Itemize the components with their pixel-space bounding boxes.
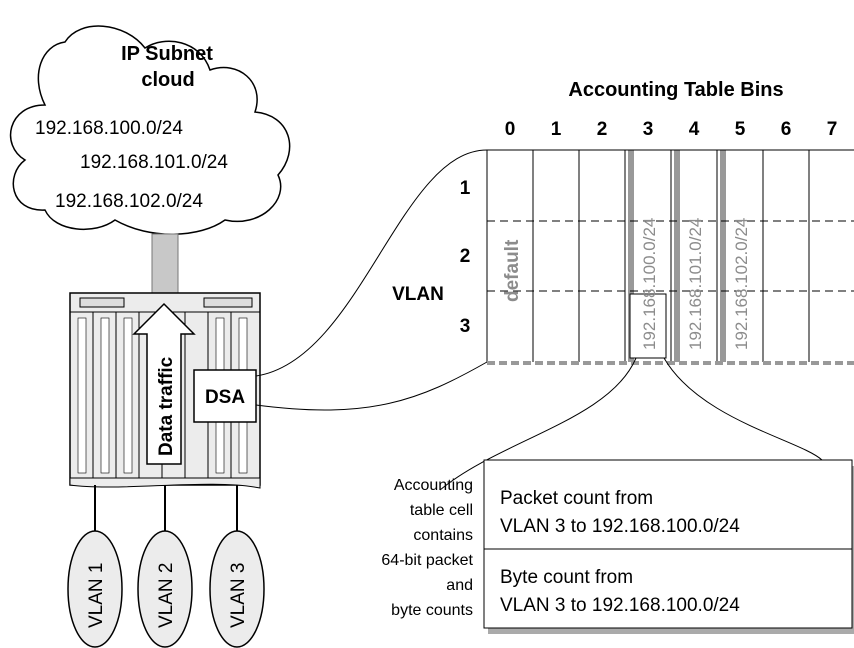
cell-note-line-1: Accounting [394,477,473,494]
ip-subnet-cloud: IP Subnet cloud 192.168.100.0/24 192.168… [9,25,291,235]
cloud-shape [9,25,291,235]
bin-header-1: 1 [551,119,562,140]
bin-3-entry: 192.168.100.0/24 [640,218,659,350]
bin-header-3: 3 [643,119,654,140]
cloud-subnet-102: 192.168.102.0/24 [55,191,203,212]
cell-note-line-3: contains [413,527,473,544]
bin-header-6: 6 [781,119,792,140]
chassis-logo-right [203,297,253,308]
cloud-uplink [151,233,179,297]
cell-link-right [663,357,823,461]
bin-header-0: 0 [505,119,516,140]
cloud-title-line1: IP Subnet [121,43,213,65]
vlan-row-2: 2 [460,246,471,267]
bin-5-entry: 192.168.102.0/24 [732,218,751,350]
vlan-row-3: 3 [460,316,471,337]
vlan-axis-label: VLAN [392,284,444,305]
selected-cell [629,293,667,359]
dsa-label: DSA [205,387,245,408]
data-traffic-label: Data traffic [156,356,177,456]
vlan-1-node [67,530,123,648]
data-traffic-arrow: Data traffic [132,302,196,465]
vlan-row-1: 1 [460,178,471,199]
cell-link-left [439,357,637,491]
dsa-link-lower [255,361,488,411]
dsa-link-upper [255,149,488,377]
bin-header-4: 4 [689,119,700,140]
bin-header-2: 2 [597,119,608,140]
vlan-2-node [137,530,193,648]
bin-4-entry: 192.168.101.0/24 [686,218,705,350]
vlan-3-label: VLAN 3 [228,563,249,628]
cell-note-line-4: 64-bit packet [381,552,473,569]
cell-note-line-5: and [446,577,473,594]
packet-count-line1: Packet count from [500,488,653,509]
default-bin-label: default [502,239,523,302]
packet-count-line2: VLAN 3 to 192.168.100.0/24 [500,516,740,537]
table-row-dividers [487,220,854,292]
bin-header-7: 7 [827,119,838,140]
vlan-1-label: VLAN 1 [86,563,107,628]
cloud-subnet-100: 192.168.100.0/24 [35,118,183,139]
cell-note-line-6: byte counts [391,602,473,619]
byte-count-line1: Byte count from [500,567,633,588]
bin-header-5: 5 [735,119,746,140]
bin-headers: 0 1 2 3 4 5 6 7 [505,119,838,140]
dsa-module: DSA [193,369,257,423]
cell-detail-box: Packet count from VLAN 3 to 192.168.100.… [483,459,854,634]
chassis-logo-left [79,297,125,308]
cell-note: Accounting table cell contains 64-bit pa… [381,477,473,619]
vlan-3-node [209,530,265,648]
table-title: Accounting Table Bins [568,79,783,101]
cell-note-line-2: table cell [410,502,473,519]
vlan-ellipses: VLAN 1 VLAN 2 VLAN 3 [67,530,265,648]
vlan-row-labels: 1 2 3 [460,178,471,337]
cloud-title-line2: cloud [141,69,194,91]
vlan-2-label: VLAN 2 [156,563,177,628]
byte-count-line2: VLAN 3 to 192.168.100.0/24 [500,595,740,616]
accounting-table: Accounting Table Bins 0 1 2 3 4 5 6 7 [392,79,854,365]
table-grid [486,149,854,362]
cloud-subnet-101: 192.168.101.0/24 [80,152,228,173]
